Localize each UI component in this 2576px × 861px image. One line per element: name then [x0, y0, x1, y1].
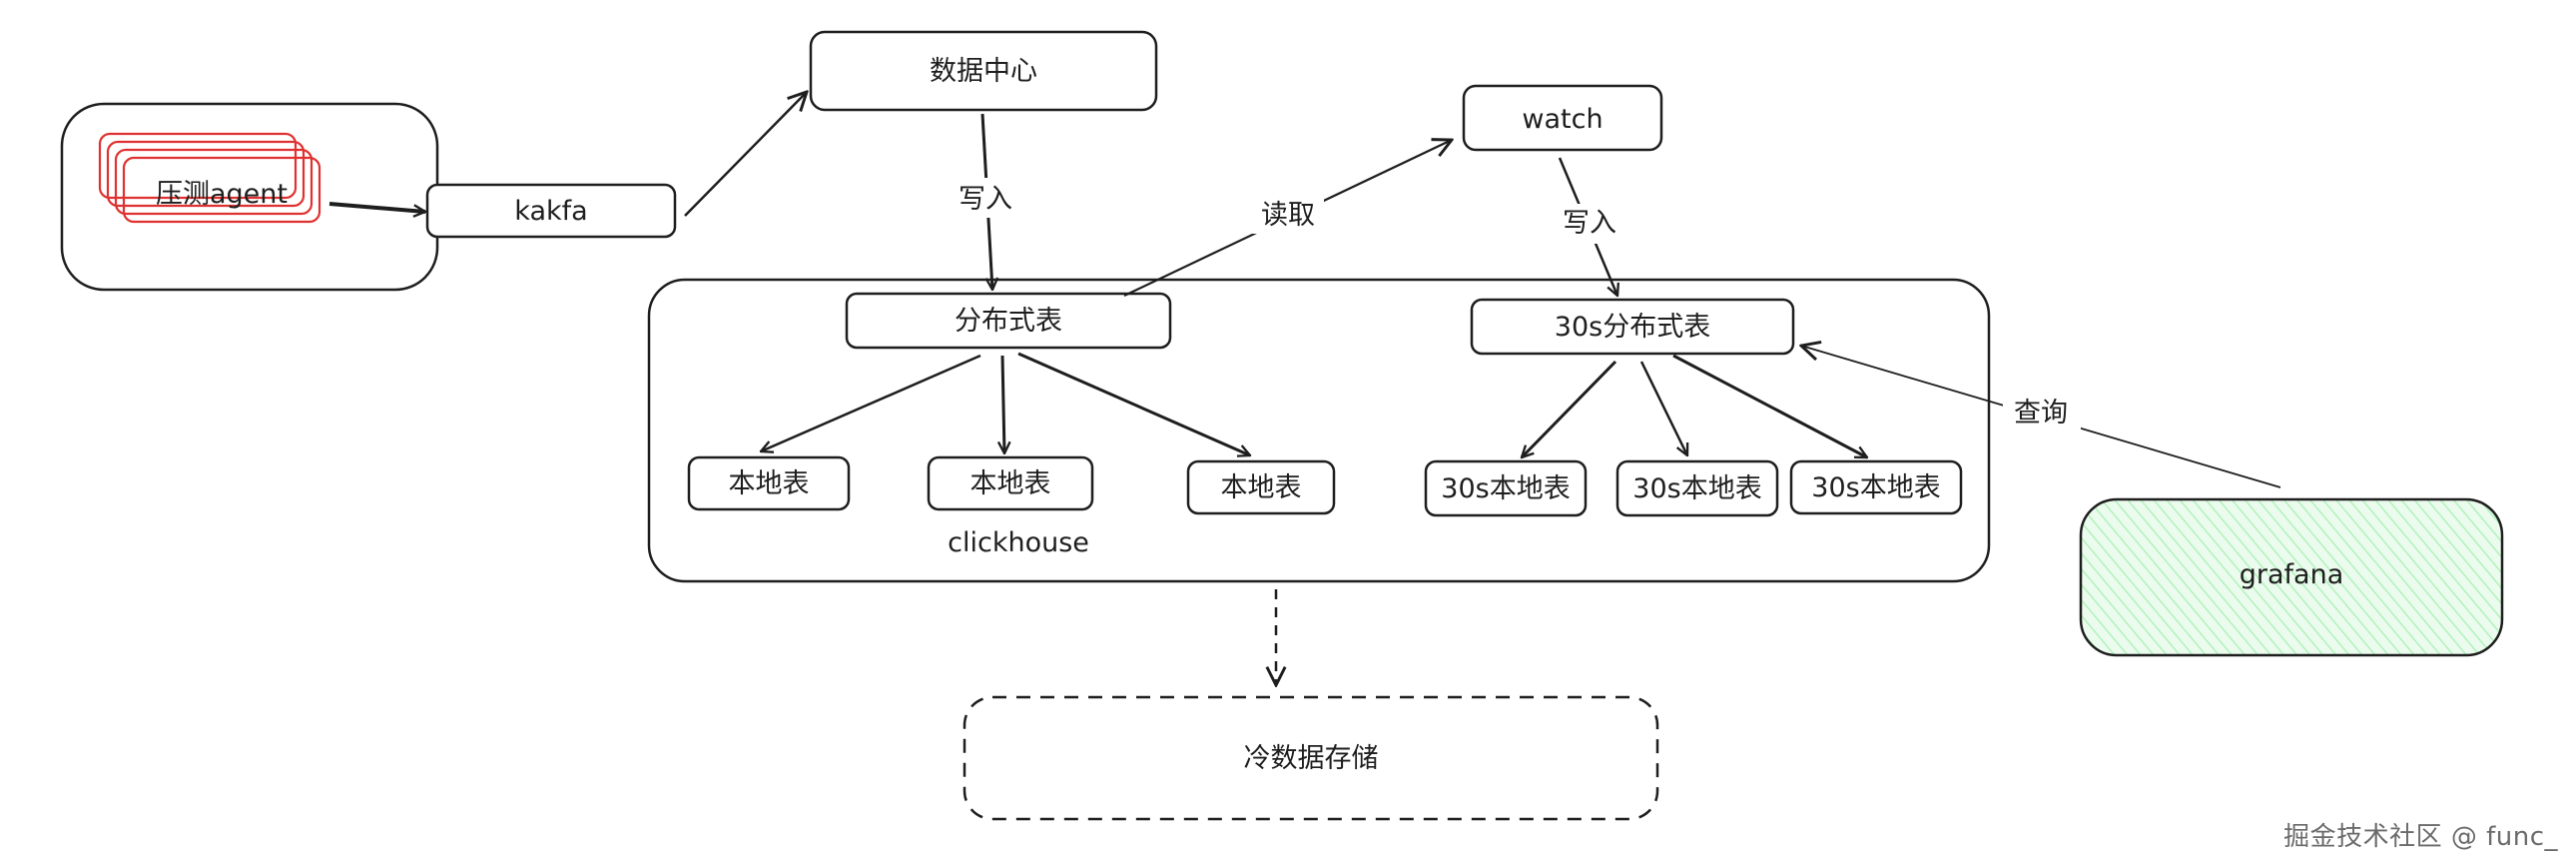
- kafka-label: kakfa: [514, 196, 587, 227]
- grafana-label: grafana: [2240, 559, 2344, 590]
- local-table-label-3: 本地表: [1221, 472, 1302, 503]
- agent-label: 压测agent: [156, 179, 288, 210]
- local-table-label-2: 本地表: [970, 468, 1051, 499]
- grafana-node: grafana: [2079, 497, 2504, 657]
- edge-label-write-2: 写入: [1563, 208, 1616, 239]
- local-table-label-1: 本地表: [729, 468, 810, 499]
- local-table-node-1: 本地表: [687, 455, 851, 511]
- local-30s-label-2: 30s本地表: [1632, 473, 1761, 504]
- data-center-node: 数据中心: [809, 30, 1158, 112]
- watch-label: watch: [1522, 104, 1603, 135]
- watermark: 掘金技术社区 @ func_: [2283, 822, 2558, 852]
- local-30s-label-3: 30s本地表: [1811, 472, 1940, 503]
- distributed-table-label: 分布式表: [955, 306, 1062, 337]
- local-30s-node-3: 30s本地表: [1789, 459, 1963, 515]
- agent-node: 压测agent: [98, 132, 322, 224]
- local-table-node-2: 本地表: [927, 455, 1094, 511]
- arrow-30s-to-local30s-3: [1672, 354, 1867, 459]
- arrow-distributed-to-local1: [761, 354, 981, 451]
- arrow-30s-to-local30s-1: [1522, 360, 1617, 457]
- arrow-distributed-to-local3: [1017, 352, 1250, 455]
- distributed-30s-node: 30s分布式表: [1470, 298, 1795, 356]
- cold-storage-node: 冷数据存储: [963, 695, 1659, 821]
- arrow-distributed-to-local2: [1002, 355, 1004, 453]
- clickhouse-label: clickhouse: [948, 527, 1089, 558]
- kafka-node: kakfa: [425, 183, 677, 239]
- local-30s-node-2: 30s本地表: [1615, 459, 1779, 517]
- distributed-table-node: 分布式表: [845, 292, 1172, 350]
- local-30s-label-1: 30s本地表: [1441, 473, 1570, 504]
- distributed-30s-label: 30s分布式表: [1555, 312, 1710, 343]
- edge-label-query: 查询: [2014, 398, 2068, 429]
- cold-storage-label: 冷数据存储: [1244, 743, 1379, 774]
- watch-node: watch: [1462, 84, 1663, 152]
- arrow-agent-to-kafka: [328, 202, 425, 212]
- local-30s-node-1: 30s本地表: [1424, 459, 1588, 517]
- clickhouse-cluster-frame: [647, 278, 1991, 583]
- arrow-30s-to-local30s-2: [1639, 361, 1687, 455]
- edge-label-write-1: 写入: [959, 184, 1012, 215]
- arrow-kafka-to-datacenter: [684, 92, 807, 217]
- data-center-label: 数据中心: [930, 56, 1037, 87]
- edge-label-read: 读取: [1261, 200, 1315, 231]
- local-table-node-3: 本地表: [1186, 459, 1336, 515]
